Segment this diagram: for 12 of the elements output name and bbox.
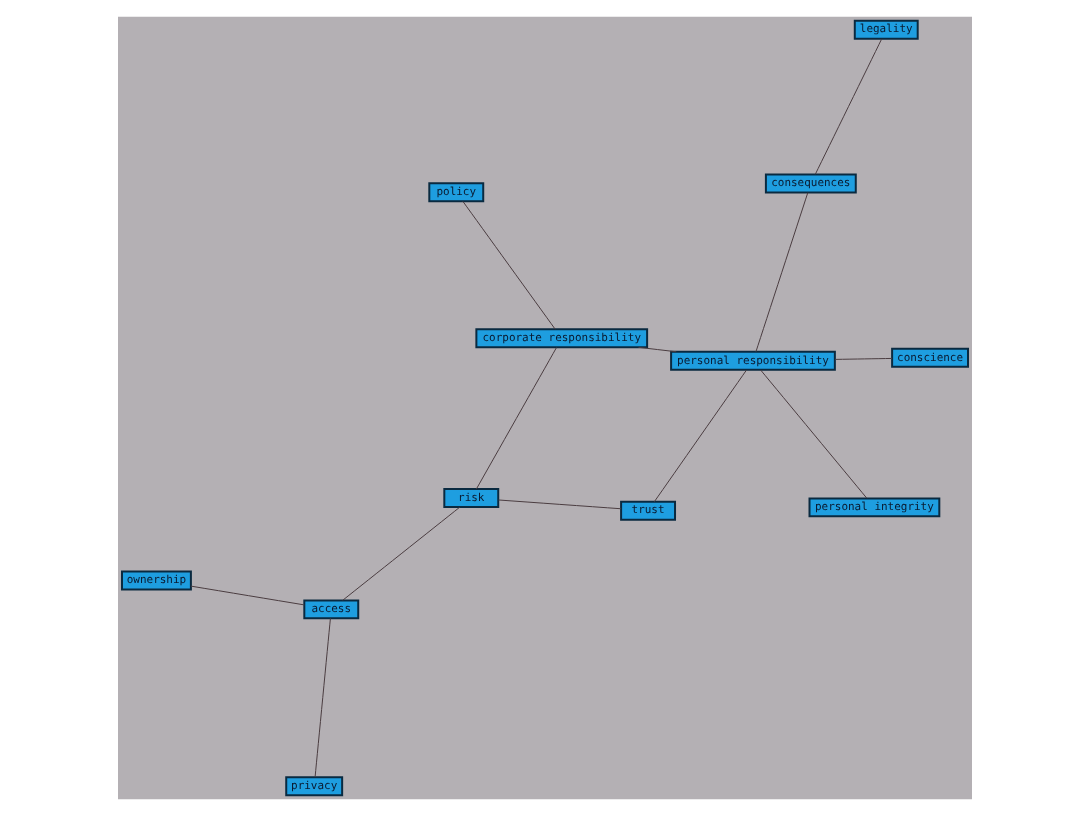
connector [813, 38, 882, 175]
connector [189, 585, 304, 606]
connector [652, 369, 746, 503]
connector [474, 347, 556, 490]
connector [636, 346, 676, 353]
connector [754, 192, 808, 353]
connector [341, 506, 460, 601]
connector [461, 200, 555, 330]
connector [833, 357, 892, 360]
connector [313, 617, 330, 778]
connector [759, 369, 867, 499]
connector [497, 499, 621, 510]
